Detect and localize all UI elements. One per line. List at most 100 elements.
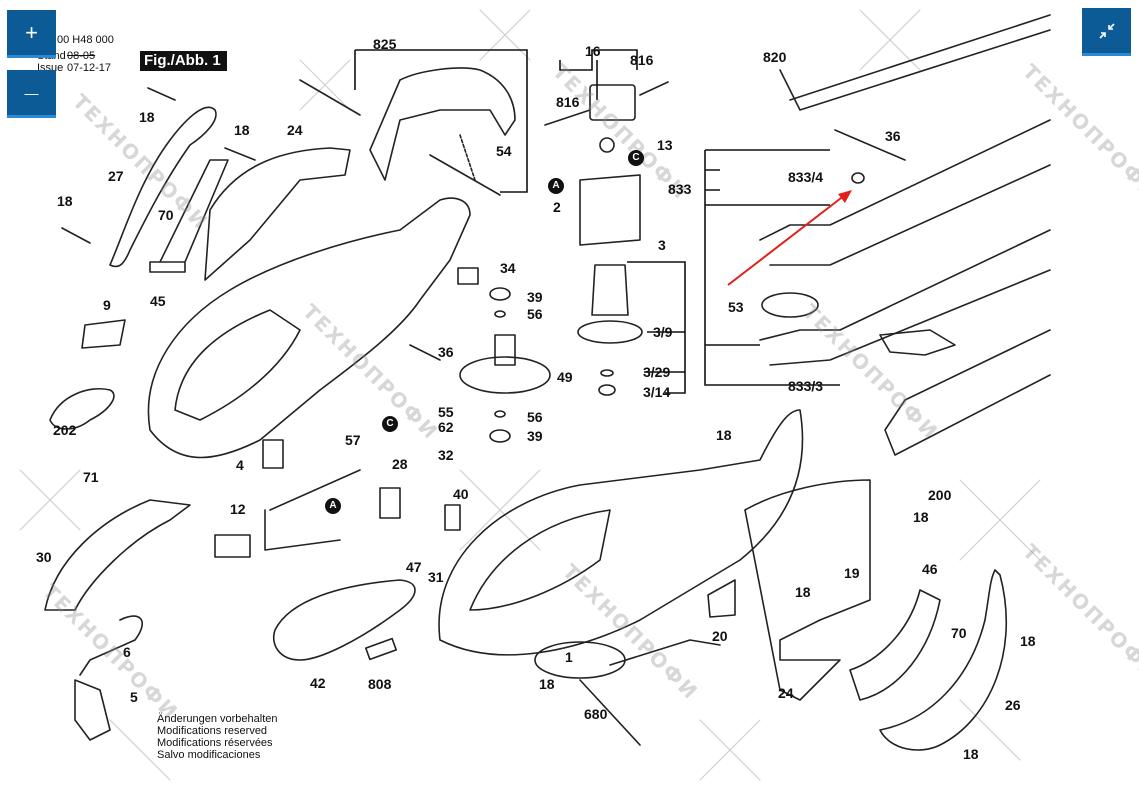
callout: 20 [712, 628, 728, 644]
label-9 [81, 319, 126, 349]
cable-12 [264, 509, 341, 551]
armature-3 [591, 264, 629, 316]
grip-45 [149, 159, 229, 273]
grip-202 [49, 388, 115, 430]
callout: 13 [657, 137, 673, 153]
housing-half-left [147, 197, 471, 459]
power-cord-680 [534, 641, 626, 679]
callout: 71 [83, 469, 99, 485]
callout: 30 [36, 549, 52, 565]
blade-upper [759, 119, 1051, 266]
callout: 40 [453, 486, 469, 502]
cover-24 [204, 147, 351, 281]
callout: 4 [236, 457, 244, 473]
callout: 3/29 [643, 364, 671, 380]
callout: 54 [496, 143, 512, 159]
callout: 24 [778, 685, 794, 701]
cable-6 [79, 615, 143, 676]
scabbard-200 [884, 329, 1051, 456]
callout: 816 [556, 94, 580, 110]
callout: 202 [53, 422, 77, 438]
cover-24-right [744, 479, 871, 701]
callout: 31 [428, 569, 444, 585]
screw-18 [61, 87, 256, 244]
callout: 18 [57, 193, 73, 209]
blade-lower [759, 229, 1051, 366]
cable-57 [269, 469, 361, 511]
figure-label: Fig./Abb. 1 [140, 51, 227, 71]
callout: 825 [373, 36, 397, 52]
callout: 833 [668, 181, 692, 197]
callout: 808 [368, 676, 392, 692]
marker-c: C [382, 416, 398, 432]
callout: 3/14 [643, 384, 671, 400]
zoom-in-button[interactable]: + [7, 10, 56, 58]
callout: 47 [406, 559, 422, 575]
callout: 12 [230, 501, 246, 517]
plus-icon: + [25, 19, 38, 45]
callout: 45 [150, 293, 166, 309]
callout: 24 [287, 122, 303, 138]
grip-46 [849, 589, 941, 701]
cover-42 [273, 579, 416, 661]
callout: 70 [158, 207, 174, 223]
callout: 833/3 [788, 378, 824, 394]
housing-half-right [438, 409, 804, 656]
callout: 3 [658, 237, 666, 253]
marker-a: A [325, 498, 341, 514]
callout: 19 [844, 565, 860, 581]
callout: 680 [584, 706, 608, 722]
callout: 36 [885, 128, 901, 144]
callout: 55 [438, 404, 454, 420]
callout: 39 [527, 428, 543, 444]
callout: 53 [728, 299, 744, 315]
callout: 18 [716, 427, 732, 443]
brush-holder-16 [589, 84, 636, 121]
callout: 70 [951, 625, 967, 641]
gear-49 [459, 356, 551, 394]
note-de: Änderungen vorbehalten [157, 713, 278, 725]
slider-833-3 [879, 329, 956, 356]
handle-30 [44, 499, 191, 611]
marker-a: A [548, 178, 564, 194]
callout: 16 [585, 43, 601, 59]
callout: 3/9 [653, 324, 673, 340]
stator-2 [579, 174, 641, 246]
callout: 816 [630, 52, 654, 68]
issue-value: 07-12-17 [67, 62, 112, 74]
part-number: 00 H48 000 [57, 34, 114, 46]
callout: 28 [392, 456, 408, 472]
minus-icon: — [24, 84, 39, 101]
callout: 18 [539, 676, 555, 692]
callout: 18 [139, 109, 155, 125]
callout: 57 [345, 432, 361, 448]
callout: 62 [438, 419, 454, 435]
collapse-button[interactable] [1082, 8, 1131, 56]
callout: 833/4 [788, 169, 824, 185]
callout: 39 [527, 289, 543, 305]
stand-value: 08-05 [67, 50, 96, 62]
plate-53 [761, 292, 819, 318]
callout: 1 [565, 649, 573, 665]
callout: 26 [1005, 697, 1021, 713]
callout: 18 [1020, 633, 1036, 649]
handle-cover-27 [109, 106, 217, 268]
callout: 18 [234, 122, 250, 138]
note-en: Modifications reserved [157, 725, 268, 737]
callout: 18 [913, 509, 929, 525]
callout: 9 [103, 297, 111, 313]
callout: 6 [123, 644, 131, 660]
callout: 18 [963, 746, 979, 762]
zoom-out-button[interactable]: — [7, 70, 56, 118]
crosshair-marks [19, 9, 1041, 781]
marker-c: C [628, 150, 644, 166]
callout: 27 [108, 168, 124, 184]
callout: 36 [438, 344, 454, 360]
blade-guard-820 [779, 14, 1051, 111]
note-fr: Modifications réservées [157, 737, 273, 749]
spring-54 [459, 134, 476, 181]
plug-5 [74, 679, 111, 741]
collapse-arrows-icon [1098, 22, 1115, 39]
callout: 2 [553, 199, 561, 215]
